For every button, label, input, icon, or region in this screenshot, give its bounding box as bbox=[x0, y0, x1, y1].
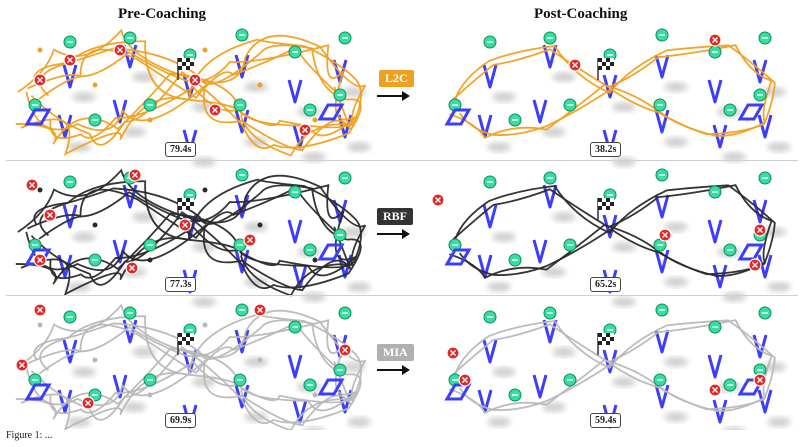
trajectory-endpoint bbox=[203, 323, 208, 328]
trajectory-endpoint bbox=[203, 48, 208, 53]
pre-time-badge-rbf: 77.3s bbox=[165, 277, 196, 292]
trajectory-endpoint bbox=[38, 323, 43, 328]
gate-shadow bbox=[542, 402, 566, 412]
gate-shadow bbox=[347, 142, 371, 152]
row-divider-1 bbox=[6, 160, 798, 161]
gate-marker-icon bbox=[709, 220, 721, 242]
gate-shadow bbox=[492, 92, 516, 102]
post-time-badge-rbf: 65.2s bbox=[590, 277, 621, 292]
trajectory-endpoint bbox=[93, 83, 98, 88]
gate-shadow bbox=[612, 157, 636, 167]
gate-marker-icon bbox=[709, 355, 721, 377]
gate-shadow bbox=[664, 82, 688, 92]
gate-shadow bbox=[767, 417, 791, 427]
post-time-badge-mia: 59.4s bbox=[590, 413, 621, 428]
pre-time-badge-mia: 69.9s bbox=[165, 413, 196, 428]
gate-shadow bbox=[72, 232, 96, 242]
gate-shadow bbox=[552, 212, 576, 222]
gate-shadow bbox=[244, 222, 268, 232]
gate-shadow bbox=[72, 367, 96, 377]
gate-shadow bbox=[244, 82, 268, 92]
trajectory-endpoint bbox=[258, 358, 263, 363]
trajectory-endpoint bbox=[313, 258, 318, 263]
gate-shadow bbox=[487, 282, 511, 292]
trajectory-endpoint bbox=[313, 118, 318, 123]
gate-marker-icon bbox=[289, 355, 301, 377]
gate-shadow bbox=[552, 72, 576, 82]
trajectory-endpoint bbox=[148, 258, 153, 263]
method-tag-rbf: RBF bbox=[377, 208, 413, 225]
trajectory-endpoint bbox=[313, 393, 318, 398]
gate-marker-icon bbox=[709, 80, 721, 102]
gate-shadow bbox=[192, 157, 216, 167]
method-tag-l2c: L2C bbox=[379, 70, 414, 87]
gate-shadow bbox=[722, 292, 746, 302]
gate-shadow bbox=[612, 297, 636, 307]
gate-shadow bbox=[552, 347, 576, 357]
pre-panel-mia bbox=[16, 304, 371, 430]
figure-caption: Figure 1: ... bbox=[6, 430, 798, 441]
gate-shadow bbox=[347, 417, 371, 427]
gate-marker-icon bbox=[294, 265, 306, 287]
gate-shadow bbox=[542, 267, 566, 277]
post-panel-mia bbox=[447, 304, 791, 430]
pre-time-badge-l2c: 79.4s bbox=[165, 142, 196, 157]
gate-shadow bbox=[664, 357, 688, 367]
trajectory-endpoint bbox=[148, 118, 153, 123]
gate-shadow bbox=[487, 417, 511, 427]
gate-shadow bbox=[664, 137, 688, 147]
trajectory-endpoint bbox=[38, 48, 43, 53]
trajectory-endpoint bbox=[38, 188, 43, 193]
gate-shadow bbox=[487, 142, 511, 152]
gate-shadow bbox=[492, 367, 516, 377]
arrow-right-icon bbox=[376, 228, 412, 240]
gate-marker-icon bbox=[294, 400, 306, 422]
post-time-badge-l2c: 38.2s bbox=[590, 142, 621, 157]
gate-shadow bbox=[767, 142, 791, 152]
arrow-right-icon bbox=[376, 364, 412, 376]
gate-marker-icon bbox=[289, 220, 301, 242]
trajectory-endpoint bbox=[203, 188, 208, 193]
gate-marker-icon bbox=[544, 320, 556, 342]
method-tag-mia: MIA bbox=[377, 344, 414, 361]
gate-shadow bbox=[192, 297, 216, 307]
gate-shadow bbox=[302, 292, 326, 302]
gate-shadow bbox=[347, 282, 371, 292]
gate-shadow bbox=[664, 412, 688, 422]
gate-shadow bbox=[664, 277, 688, 287]
gate-shadow bbox=[612, 377, 636, 387]
trajectory-endpoint bbox=[258, 223, 263, 228]
arrow-right-icon bbox=[376, 90, 412, 102]
gate-marker-icon bbox=[544, 185, 556, 207]
gate-shadow bbox=[612, 102, 636, 112]
row-divider-2 bbox=[6, 295, 798, 296]
gate-shadow bbox=[244, 357, 268, 367]
trajectory-endpoint bbox=[148, 393, 153, 398]
trajectory-endpoint bbox=[258, 83, 263, 88]
gate-shadow bbox=[72, 92, 96, 102]
gate-marker-icon bbox=[289, 80, 301, 102]
gate-shadow bbox=[612, 242, 636, 252]
trajectory-endpoint bbox=[93, 358, 98, 363]
gate-shadow bbox=[492, 232, 516, 242]
trajectory-endpoint bbox=[93, 223, 98, 228]
gate-marker-icon bbox=[534, 240, 546, 262]
gate-shadow bbox=[542, 127, 566, 137]
gate-marker-icon bbox=[544, 45, 556, 67]
gate-marker-icon bbox=[534, 375, 546, 397]
gate-marker-icon bbox=[534, 100, 546, 122]
gate-shadow bbox=[767, 282, 791, 292]
